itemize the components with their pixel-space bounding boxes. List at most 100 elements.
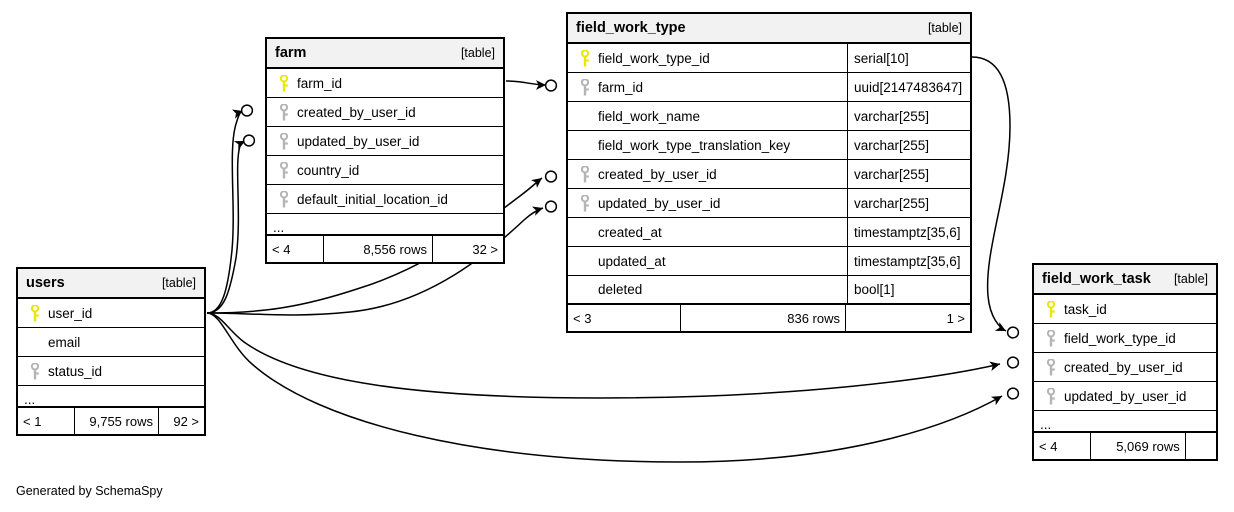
- column-label: task_id: [1064, 301, 1107, 317]
- column-type-cell: bool[1]: [847, 276, 970, 303]
- column-key-slot: [26, 304, 43, 322]
- column-row[interactable]: updated_by_user_id: [267, 127, 503, 156]
- column-name-cell: field_work_type_id: [568, 44, 847, 72]
- column-label: deleted: [598, 282, 643, 297]
- table-type-tag: [table]: [1173, 272, 1208, 286]
- column-key-slot: [275, 103, 292, 121]
- footer-next-count[interactable]: [1186, 433, 1216, 459]
- column-label: updated_at: [598, 253, 666, 269]
- column-row[interactable]: default_initial_location_id: [267, 185, 503, 214]
- edge-users-to-farm-created-by: [206, 109, 244, 314]
- column-label: default_initial_location_id: [297, 191, 448, 207]
- primary-key-icon: [30, 304, 39, 321]
- column-row[interactable]: task_id: [1034, 295, 1216, 324]
- column-label: email: [48, 334, 81, 350]
- column-name-cell: deleted: [568, 276, 847, 303]
- column-row[interactable]: updated_at timestamptz[35,6]: [568, 247, 970, 276]
- foreign-key-icon: [279, 103, 288, 120]
- footer-next-count[interactable]: 1 >: [946, 310, 965, 326]
- column-key-slot: [1042, 300, 1059, 318]
- primary-key-icon: [279, 74, 288, 91]
- edge-users-to-fwtask-updated-by: [206, 312, 1003, 463]
- column-row[interactable]: user_id: [18, 299, 204, 328]
- column-name-cell: farm_id: [568, 73, 847, 101]
- footer-next-count[interactable]: 32 >: [472, 241, 499, 257]
- foreign-key-icon: [279, 132, 288, 149]
- table-title: field_work_task: [1042, 271, 1151, 287]
- column-row[interactable]: field_work_type_id: [1034, 324, 1216, 353]
- column-label: user_id: [48, 305, 93, 321]
- column-key-slot: [275, 161, 292, 179]
- column-label: country_id: [297, 162, 360, 178]
- column-name-cell: updated_at: [568, 247, 847, 275]
- column-name-cell: user_id: [18, 299, 204, 327]
- column-key-slot: [576, 194, 593, 212]
- column-name-cell: updated_by_user_id: [568, 189, 847, 217]
- column-row[interactable]: created_by_user_id varchar[255]: [568, 160, 970, 189]
- column-row[interactable]: farm_id: [267, 69, 503, 98]
- column-key-slot: [576, 49, 593, 67]
- column-label: updated_by_user_id: [598, 195, 721, 211]
- column-key-slot: [275, 190, 292, 208]
- edge-fwt-to-fwtask-type-id: [971, 56, 1011, 332]
- column-row[interactable]: email: [18, 328, 204, 357]
- column-type-cell: varchar[255]: [847, 102, 970, 130]
- column-type-cell: varchar[255]: [847, 131, 970, 159]
- ellipsis-label: ...: [24, 392, 36, 407]
- table-field_work_type[interactable]: field_work_type[table]field_work_type_id…: [566, 12, 972, 333]
- column-name-cell: status_id: [18, 357, 204, 385]
- ellipsis-label: ...: [273, 220, 285, 235]
- more-columns-row: ...: [267, 214, 503, 236]
- column-key-slot: [275, 132, 292, 150]
- column-type-cell: timestamptz[35,6]: [847, 247, 970, 275]
- column-key-slot: [576, 78, 593, 96]
- column-label: created_by_user_id: [598, 166, 717, 182]
- column-row[interactable]: status_id: [18, 357, 204, 386]
- foreign-key-icon: [580, 194, 589, 211]
- column-row[interactable]: created_by_user_id: [1034, 353, 1216, 382]
- footer-row-count: 9,755 rows: [74, 408, 159, 434]
- ellipsis-label: ...: [1040, 417, 1052, 432]
- foreign-key-icon: [279, 190, 288, 207]
- footer-next-count[interactable]: 92 >: [173, 413, 200, 429]
- table-type-tag: [table]: [460, 46, 495, 60]
- column-label: farm_id: [297, 75, 343, 91]
- footer-prev-count[interactable]: < 1: [23, 413, 42, 429]
- column-key-slot: [26, 362, 43, 380]
- foreign-key-icon: [1046, 329, 1055, 346]
- edge-farm-to-field-work-type-farm-id: [505, 80, 547, 90]
- table-field_work_task[interactable]: field_work_task [table] task_id field_work_…: [1032, 263, 1218, 461]
- column-row[interactable]: deleted bool[1]: [568, 276, 970, 305]
- column-name-cell: updated_by_user_id: [267, 127, 503, 155]
- footer-prev-count[interactable]: < 3: [573, 310, 592, 326]
- column-label: field_work_type_id: [1064, 330, 1176, 346]
- column-label: updated_by_user_id: [297, 133, 420, 149]
- foreign-key-icon: [30, 362, 39, 379]
- column-type-cell: varchar[255]: [847, 160, 970, 188]
- edge-users-to-farm-updated-by: [206, 140, 246, 314]
- column-key-slot: [275, 74, 292, 92]
- column-row[interactable]: updated_by_user_id: [1034, 382, 1216, 411]
- column-key-slot: [1042, 329, 1059, 347]
- table-header-users: users[table]: [18, 269, 204, 299]
- column-row[interactable]: created_by_user_id: [267, 98, 503, 127]
- footer-prev-count[interactable]: < 4: [272, 241, 291, 257]
- footer-prev-count[interactable]: < 4: [1039, 438, 1058, 454]
- foreign-key-icon: [580, 165, 589, 182]
- column-label: field_work_type_id: [598, 50, 710, 66]
- column-row[interactable]: country_id: [267, 156, 503, 185]
- table-header-field_work_task: field_work_task [table]: [1034, 265, 1216, 295]
- column-name-cell: default_initial_location_id: [267, 185, 503, 213]
- table-header-farm: farm[table]: [267, 39, 503, 69]
